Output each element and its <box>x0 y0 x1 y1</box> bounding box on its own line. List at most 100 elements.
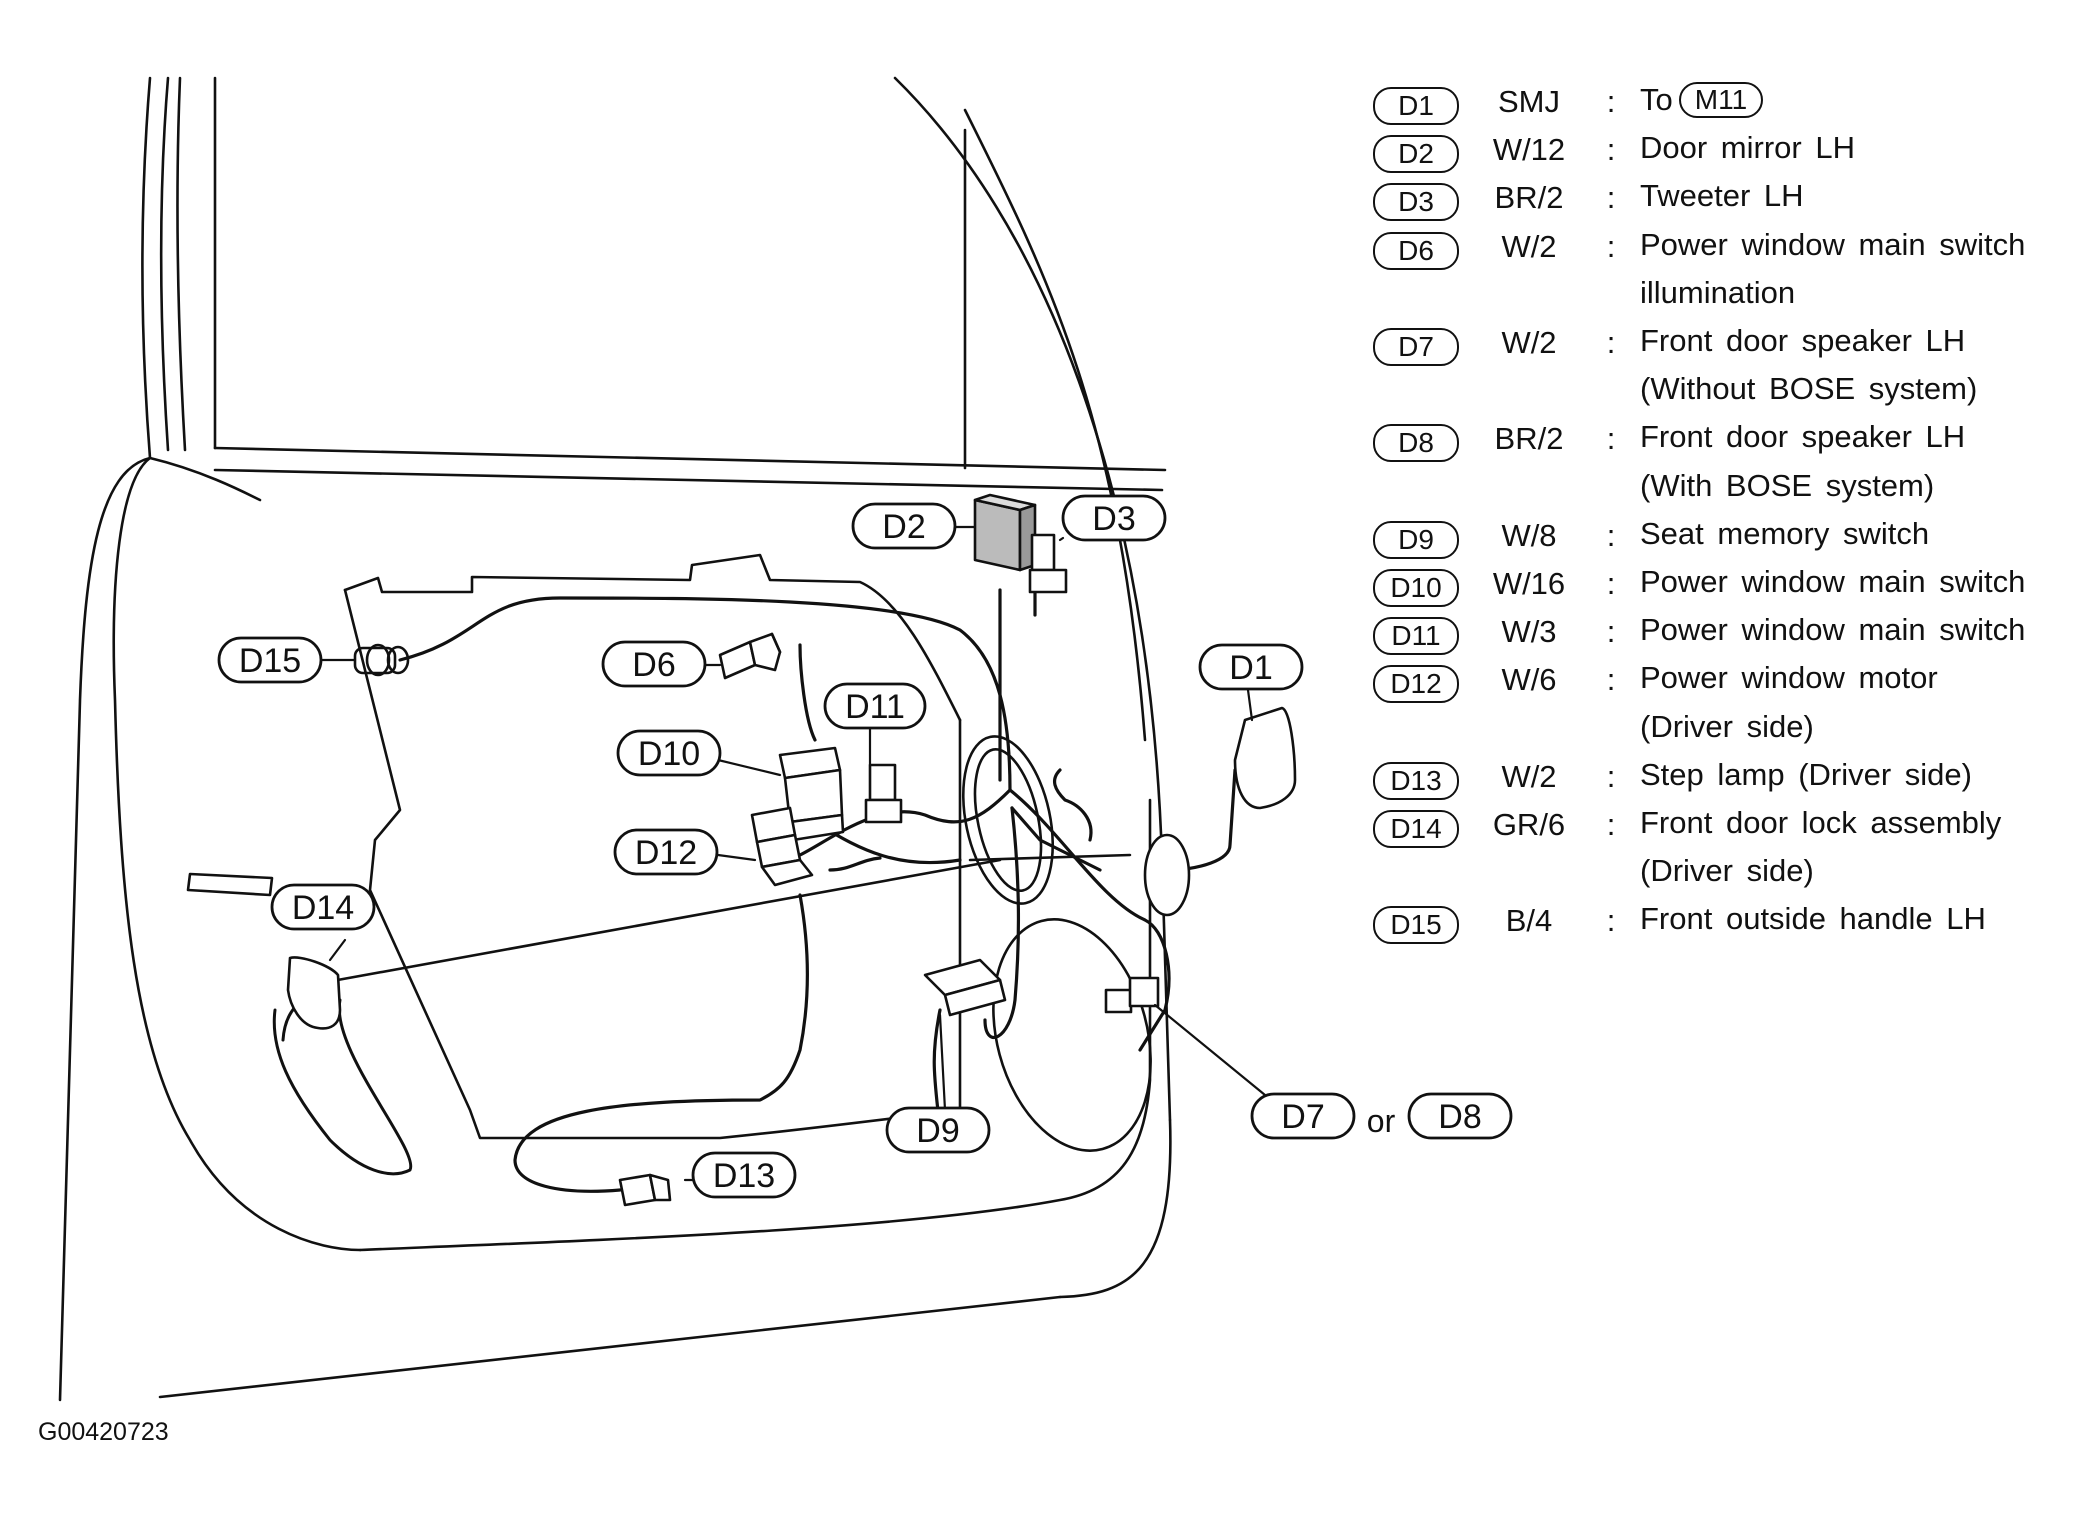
callout-d3-badge <box>1061 494 1167 542</box>
connector-d15 <box>353 643 410 677</box>
callout-d11: D11 <box>845 688 905 726</box>
connector-d3 <box>1028 533 1068 594</box>
legend-desc-line2: (Without BOSE system) <box>1640 371 1978 407</box>
legend-code: BR/2 <box>1494 421 1564 457</box>
legend-code: W/2 <box>1501 324 1557 360</box>
grommet <box>1143 833 1191 917</box>
legend-desc: Power window motor (Driver side) <box>1640 654 1938 750</box>
connector-d9 <box>923 958 1007 1017</box>
legend-desc: Tweeter LH <box>1640 178 1804 214</box>
legend-colon: : <box>1606 517 1616 553</box>
legend-badge: D13 <box>1373 761 1459 800</box>
legend-desc: Front door speaker LH (With BOSE system) <box>1640 413 1965 509</box>
legend-badge: D14 <box>1373 809 1459 848</box>
legend-code: W/6 <box>1501 662 1557 698</box>
legend-desc: Seat memory switch <box>1640 515 1930 551</box>
legend-code: W/3 <box>1501 614 1557 650</box>
legend-code: B/4 <box>1505 903 1553 939</box>
legend-row-d8: D8 BR/2 : Front door speaker LH(With BOS… <box>1370 419 2070 515</box>
legend-ref-badge: M11 <box>1678 82 1764 118</box>
leader-lines <box>316 525 1267 1182</box>
speaker-opening <box>961 735 1152 1152</box>
legend-desc-text: To <box>1640 82 1673 117</box>
connector-d12 <box>750 806 814 887</box>
callout-d9: D9 <box>916 1112 959 1150</box>
callout-d3: D3 <box>1092 500 1135 538</box>
connector-d10 <box>778 746 845 842</box>
legend-code: W/8 <box>1501 517 1557 553</box>
legend-badge: D9 <box>1373 520 1459 559</box>
legend-code: W/12 <box>1492 132 1566 168</box>
callout-d2-badge <box>851 502 957 550</box>
callout-d7: D7 <box>1281 1098 1324 1136</box>
legend-colon: : <box>1606 84 1616 119</box>
legend-row-d12: D12 W/6 : Power window motor(Driver side… <box>1370 660 2070 756</box>
legend-desc: Step lamp (Driver side) <box>1640 756 1972 792</box>
legend-badge: D2 <box>1373 135 1459 174</box>
connector-d6 <box>718 632 782 680</box>
legend-desc-line1: Power window motor <box>1640 660 1938 696</box>
legend-desc: Door mirror LH <box>1640 130 1855 166</box>
lock-cable <box>272 988 413 1176</box>
callout-d7-badge <box>1250 1092 1356 1140</box>
legend-row-d15: D15 B/4 : Front outside handle LH <box>1370 901 2070 949</box>
legend-colon: : <box>1606 614 1616 650</box>
callout-d10: D10 <box>638 735 700 773</box>
legend-colon: : <box>1606 565 1616 601</box>
legend-desc: Power window main switch <box>1640 612 2026 648</box>
callout-d12-badge <box>613 828 719 876</box>
legend-desc-line2: (With BOSE system) <box>1640 467 1935 503</box>
legend-row-d3: D3 BR/2 : Tweeter LH <box>1370 178 2070 226</box>
legend-row-d14: D14 GR/6 : Front door lock assembly(Driv… <box>1370 805 2070 901</box>
callout-d11-badge <box>823 682 927 730</box>
legend-desc-line2: illumination <box>1640 274 1796 310</box>
legend-row-d10: D10 W/16 : Power window main switch <box>1370 564 2070 612</box>
legend-colon: : <box>1606 758 1616 794</box>
legend-desc-line1: Front door speaker LH <box>1640 419 1966 455</box>
legend-badge: D1 <box>1373 87 1459 125</box>
connector-d1 <box>1233 706 1297 810</box>
legend-code: SMJ <box>1498 84 1560 119</box>
callout-d15: D15 <box>239 642 301 680</box>
callout-d6: D6 <box>632 646 675 684</box>
legend-desc-line1: Front door lock assembly <box>1640 804 2002 840</box>
door-handle-rod <box>186 872 274 897</box>
wire-harness <box>398 573 1237 1193</box>
legend-colon: : <box>1606 228 1616 264</box>
callout-d13-badge <box>691 1151 797 1199</box>
legend-colon: : <box>1606 132 1616 168</box>
callout-d15-badge <box>217 636 323 684</box>
legend-colon: : <box>1606 903 1616 939</box>
inner-panel-outline <box>308 553 1132 1140</box>
legend-row-d7: D7 W/2 : Front door speaker LH(Without B… <box>1370 323 2070 419</box>
callout-or-text: or <box>1367 1103 1396 1139</box>
legend-badge: D6 <box>1373 231 1459 270</box>
legend-desc: Front door lock assembly(Driver side) <box>1640 799 2001 895</box>
legend-desc-line2: (Driver side) <box>1640 708 1814 744</box>
connector-d14 <box>286 956 342 1030</box>
legend-code: GR/6 <box>1492 806 1566 842</box>
legend-badge: D15 <box>1373 906 1459 945</box>
callout-d2: D2 <box>882 508 925 546</box>
legend-desc-line1: Power window main switch <box>1640 226 2026 262</box>
legend-row-d13: D13 W/2 : Step lamp (Driver side) <box>1370 757 2070 805</box>
legend-row-d2: D2 W/12 : Door mirror LH <box>1370 130 2070 178</box>
legend-row-d11: D11 W/3 : Power window main switch <box>1370 612 2070 660</box>
legend-code: BR/2 <box>1494 180 1564 216</box>
legend-colon: : <box>1606 180 1616 216</box>
legend-code: W/16 <box>1492 565 1566 601</box>
callout-d12: D12 <box>635 834 697 872</box>
callout-d8: D8 <box>1438 1098 1481 1136</box>
callout-d10-badge <box>616 729 722 777</box>
callout-d6-badge <box>601 640 707 688</box>
connector-d2 <box>973 493 1037 572</box>
legend-colon: : <box>1606 324 1616 360</box>
connector-d11 <box>864 763 903 824</box>
connector-d13 <box>618 1173 672 1207</box>
connector-d7-d8 <box>1104 976 1160 1014</box>
